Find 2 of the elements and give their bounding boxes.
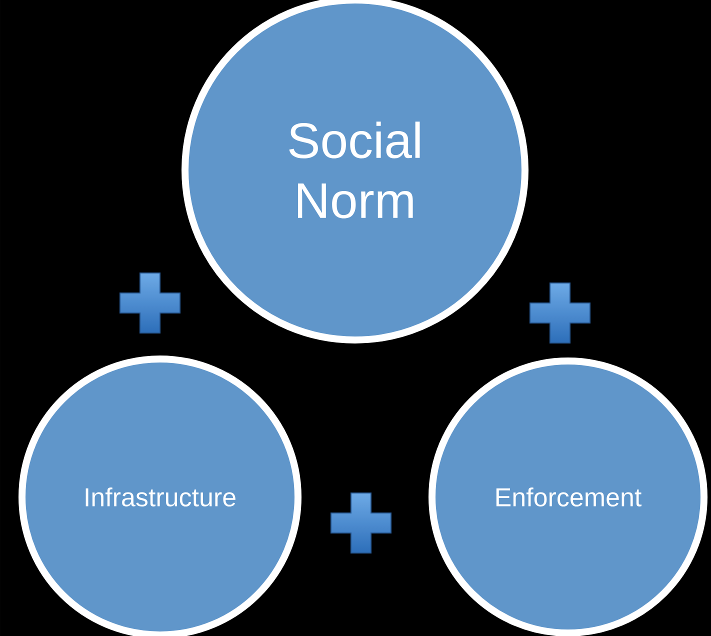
circle-node: Infrastructure	[18, 355, 302, 636]
circle-node: Enforcement	[428, 357, 708, 636]
